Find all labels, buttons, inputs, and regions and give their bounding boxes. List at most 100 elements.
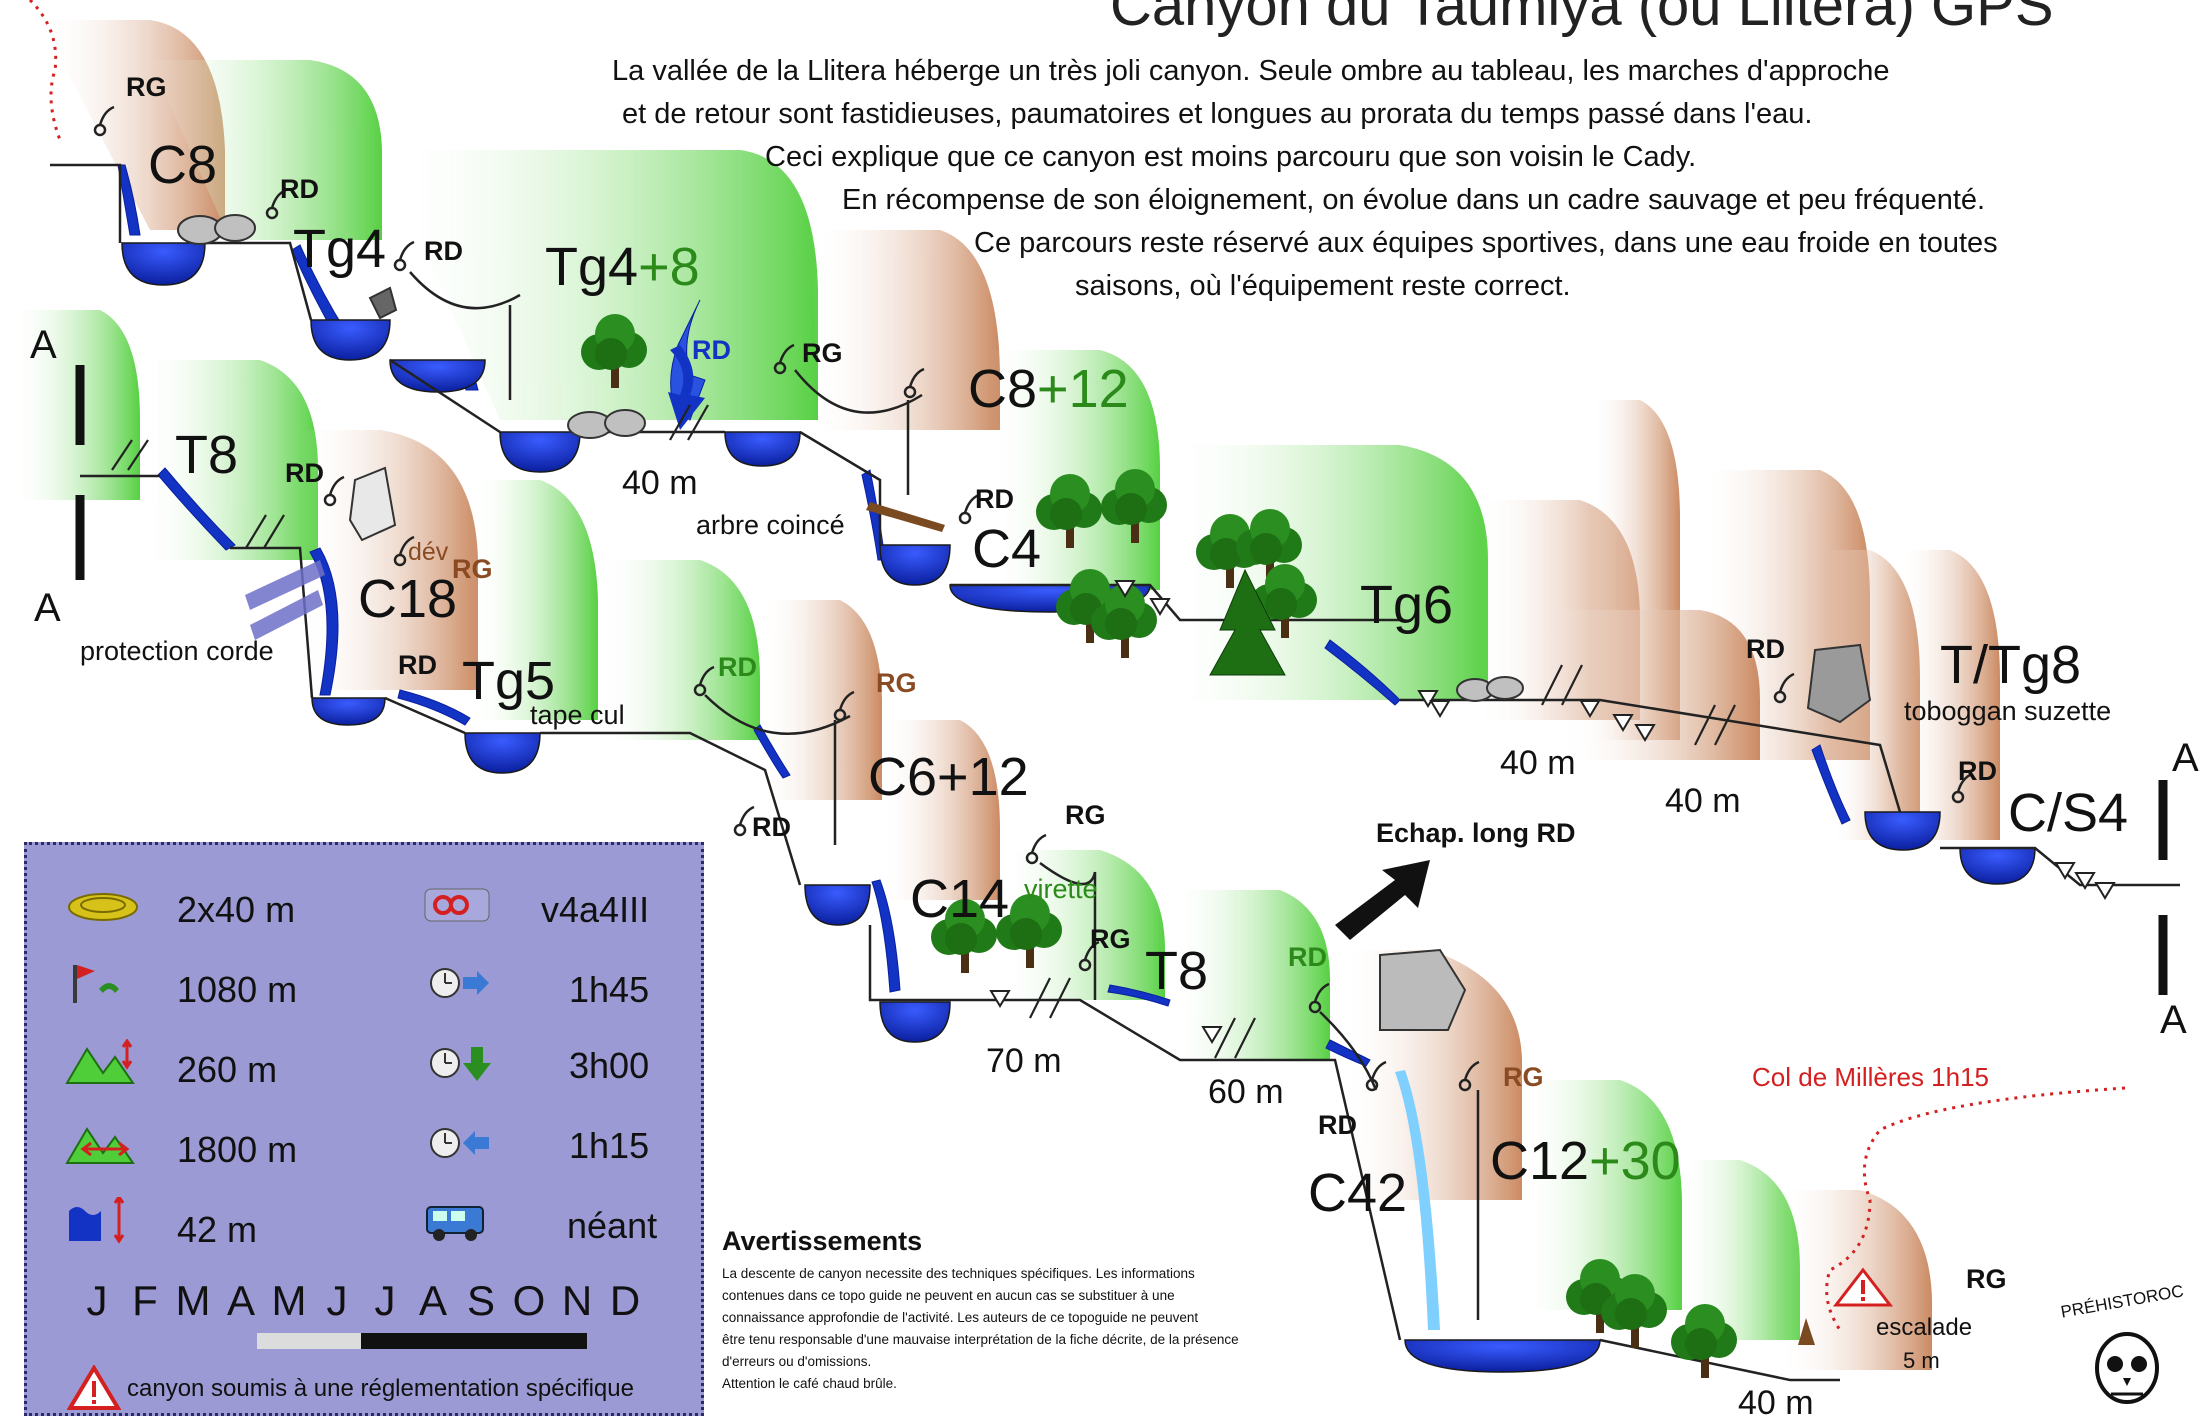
intro-line: et de retour sont fastidieuses, paumatoi…	[622, 98, 1813, 130]
bank-label: RG	[126, 72, 167, 102]
section-label: A	[30, 323, 57, 367]
intro-line: saisons, où l'équipement reste correct.	[1075, 270, 1571, 302]
month: S	[466, 1277, 495, 1324]
regulation-warning-icon	[67, 1365, 121, 1410]
return-path	[1825, 1086, 2126, 1331]
distance-label: 40 m	[1738, 1384, 1814, 1422]
month: J	[374, 1277, 396, 1324]
bank-label: RD	[1958, 756, 1997, 786]
obstacle-label: C8+12	[968, 362, 1129, 416]
regulation-text: canyon soumis à une réglementation spéci…	[127, 1375, 634, 1402]
section-label: A	[2172, 736, 2199, 780]
stuck-log	[866, 502, 945, 532]
month: A	[418, 1277, 447, 1324]
note-label: tape cul	[530, 700, 625, 730]
mountain-drop-icon	[65, 1039, 135, 1084]
bank-label: RG	[1090, 924, 1131, 954]
obstacle-label: C18	[358, 569, 458, 629]
water-features	[117, 164, 1851, 1330]
distance-label: 60 m	[1208, 1073, 1284, 1111]
intro-line: Ce parcours reste réservé aux équipes sp…	[974, 227, 1998, 259]
note-label: virette	[1024, 874, 1098, 904]
month: J	[86, 1277, 108, 1324]
rating-value: v4a4III	[541, 889, 650, 930]
return-time-value: 1h15	[569, 1125, 650, 1166]
flag-length-icon	[73, 965, 119, 1003]
obstacle-label: Tg4+8	[545, 240, 700, 294]
deviation-label: dév	[408, 538, 449, 566]
rope-icon	[68, 893, 138, 921]
distance-label: 40 m	[622, 464, 698, 502]
bank-label: RD	[975, 484, 1014, 514]
disclaimer-title: Avertissements	[722, 1226, 923, 1256]
rating-icon	[424, 888, 490, 922]
escape-label: Echap. long RD	[1376, 818, 1576, 848]
note-label: protection corde	[80, 636, 274, 666]
mountain-altitude-icon	[65, 1127, 135, 1164]
pools	[121, 242, 2036, 1373]
obstacle-part: C12	[1490, 1131, 1590, 1191]
blue-arrow-icon	[668, 345, 705, 430]
escape-arrow-icon	[1335, 860, 1430, 940]
month: M	[271, 1277, 307, 1324]
rocks	[177, 214, 1872, 1031]
intro-text: La vallée de la Llitera héberge un très …	[600, 50, 2200, 308]
intro-line: En récompense de son éloignement, on évo…	[842, 184, 1986, 216]
section-label: A	[34, 586, 61, 630]
obstacle-part: Tg4	[545, 237, 639, 297]
car-shuttle-icon	[426, 1206, 484, 1241]
month: J	[326, 1277, 348, 1324]
month: D	[609, 1277, 641, 1324]
rope-protection-icon	[245, 560, 325, 640]
clock-return-icon	[430, 1128, 489, 1158]
bank-label: RD	[752, 812, 791, 842]
bank-label: RD	[718, 652, 757, 682]
bank-label: RG	[802, 338, 843, 368]
month: N	[561, 1277, 593, 1324]
month: M	[175, 1277, 211, 1324]
obstacle-label: C14	[910, 869, 1010, 929]
trees	[581, 314, 1737, 1378]
waterfall-height-icon	[69, 1197, 125, 1244]
obstacle-label: Tg4	[293, 219, 387, 279]
obstacle-label: C12+30	[1490, 1134, 1681, 1188]
clock-approach-icon	[430, 968, 489, 998]
bank-label: RG	[1503, 1062, 1544, 1092]
obstacle-label: T8	[175, 425, 239, 485]
bank-label: RD	[280, 174, 319, 204]
note-label: 5 m	[1903, 1348, 1940, 1373]
disclaimer-body: La descente de canyon necessite des tech…	[722, 1266, 1239, 1391]
month: O	[512, 1277, 546, 1324]
ropes	[409, 271, 1480, 1320]
obstacle-label: Tg5	[462, 651, 556, 711]
canyon-profile	[50, 163, 2180, 1382]
bank-label: RG	[1966, 1264, 2007, 1294]
obstacle-label: C/S4	[2008, 783, 2129, 843]
bank-label: RD	[1318, 1110, 1357, 1140]
max-drop-value: 42 m	[177, 1209, 258, 1250]
clock-descent-icon	[430, 1047, 491, 1081]
distance-label: 40 m	[1665, 782, 1741, 820]
skull-logo	[2095, 1332, 2159, 1404]
length-value: 1080 m	[177, 969, 298, 1010]
note-label: arbre coincé	[696, 510, 845, 540]
season-bar	[257, 1333, 587, 1349]
month: F	[132, 1277, 158, 1324]
bank-label: RG	[876, 668, 917, 698]
note-label: escalade	[1876, 1314, 1973, 1341]
bank-label: RD	[1288, 942, 1327, 972]
obstacle-part: +30	[1589, 1131, 1681, 1191]
descent-time-value: 3h00	[569, 1045, 650, 1086]
bank-label: RG	[1065, 800, 1106, 830]
canyon-walls	[10, 20, 2000, 1370]
drop-value: 260 m	[177, 1049, 278, 1090]
section-markers	[75, 365, 2168, 995]
section-label: A	[2160, 998, 2187, 1042]
obstacle-label: Tg6	[1360, 575, 1454, 635]
obstacle-part: C8	[968, 359, 1038, 419]
disclaimer: Avertissements La descente de canyon nec…	[722, 1226, 1382, 1395]
altitude-value: 1800 m	[177, 1129, 298, 1170]
obstacle-label: C4	[972, 519, 1042, 579]
distance-label: 70 m	[986, 1042, 1062, 1080]
